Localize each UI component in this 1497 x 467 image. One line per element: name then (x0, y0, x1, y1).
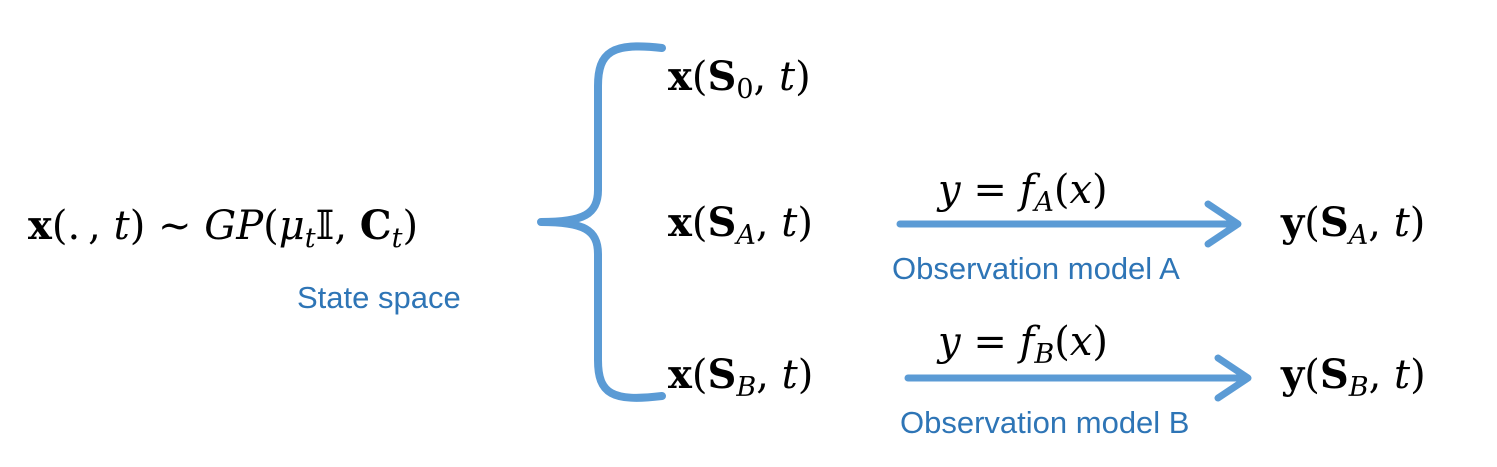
y-symbol: y (1281, 351, 1305, 398)
f-symbol: f (1019, 319, 1035, 365)
arrow-observation-a (896, 200, 1242, 248)
f-symbol: f (1019, 167, 1035, 213)
s-symbol: S (1319, 199, 1349, 246)
state-s0: x(S0, t) (668, 54, 811, 104)
equals-sign: = (960, 167, 1020, 213)
mu-symbol: μ (278, 203, 305, 249)
state-sa: x(SA, t) (668, 200, 813, 250)
state-space-label: State space (297, 280, 461, 315)
open-paren: ( (691, 352, 708, 398)
y-symbol: y (1281, 199, 1305, 246)
gp-symbol: GP (204, 203, 264, 249)
observation-b-equation: y = fB(x) (938, 319, 1108, 368)
close-paren: ) (795, 54, 811, 100)
arg-open: (. , (51, 203, 114, 249)
sim-symbol: ~ (145, 203, 205, 249)
y-symbol: y (938, 319, 961, 365)
comma: , (1368, 200, 1394, 246)
s-subscript: A (1348, 220, 1369, 251)
t-symbol: t (781, 352, 798, 398)
comma: , (755, 200, 782, 246)
gp-open: ( (263, 203, 279, 249)
open-paren: ( (1304, 200, 1320, 246)
comma: , (756, 352, 782, 398)
s-symbol: S (1319, 351, 1349, 398)
close-paren: ) (1092, 319, 1108, 365)
s-subscript: B (1348, 372, 1369, 403)
observation-model-a-label: Observation model A (892, 251, 1180, 286)
s-symbol: S (707, 199, 737, 246)
y-symbol: y (938, 167, 961, 213)
s-symbol: S (707, 351, 737, 398)
c-symbol: C (359, 202, 392, 249)
s-subscript: B (736, 372, 757, 403)
t-symbol: t (778, 54, 796, 100)
x-symbol: x (668, 53, 692, 100)
f-subscript: B (1034, 339, 1055, 370)
mu-subscript: t (304, 223, 316, 254)
equals-sign: = (960, 319, 1020, 365)
open-paren: ( (691, 200, 708, 246)
c-subscript: t (391, 223, 403, 254)
s-subscript: A (736, 220, 756, 251)
s-symbol: S (707, 53, 737, 100)
x-symbol: x (668, 351, 692, 398)
open-paren: ( (1304, 352, 1320, 398)
state-space-expression: x(. , t) ~ GP(μt𝕀, Ct) (28, 203, 419, 253)
close-paren: ) (1409, 200, 1426, 246)
curly-brace (537, 42, 666, 402)
close-paren: ) (1410, 352, 1426, 398)
observation-model-b-label: Observation model B (900, 405, 1190, 440)
arrow-observation-b (904, 354, 1252, 402)
comma: , (1368, 352, 1395, 398)
x-symbol: x (1069, 319, 1093, 365)
open-paren: ( (1054, 319, 1070, 365)
t-symbol: t (781, 200, 798, 246)
x-symbol: x (28, 202, 52, 249)
t-symbol: t (1394, 352, 1411, 398)
state-sb: x(SB, t) (668, 352, 814, 402)
identity-symbol: 𝕀 (315, 203, 335, 249)
output-sa: y(SA, t) (1281, 200, 1426, 250)
close-paren: ) (1092, 167, 1108, 213)
s-subscript: 0 (736, 74, 754, 105)
open-paren: ( (691, 54, 708, 100)
comma: , (753, 54, 779, 100)
arg-close: ) (129, 203, 146, 249)
x-symbol: x (1069, 167, 1093, 213)
close-paren: ) (797, 352, 814, 398)
gp-comma: , (334, 203, 360, 249)
x-symbol: x (668, 199, 692, 246)
t-symbol: t (1393, 200, 1410, 246)
close-paren: ) (797, 200, 813, 246)
gp-close: ) (402, 203, 419, 249)
f-subscript: A (1034, 187, 1054, 218)
observation-a-equation: y = fA(x) (938, 167, 1108, 216)
output-sb: y(SB, t) (1281, 352, 1426, 402)
open-paren: ( (1053, 167, 1070, 213)
t-symbol: t (113, 203, 130, 249)
